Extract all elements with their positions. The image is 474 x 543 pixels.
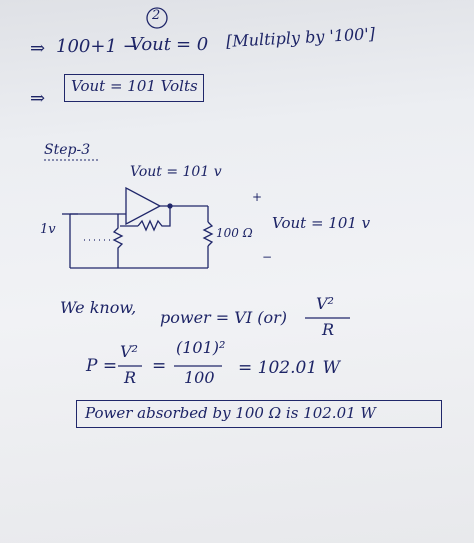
- step-label: Step-3: [44, 142, 91, 158]
- formula-numerator: V²: [316, 294, 334, 313]
- vout-top-label: Vout = 101 v: [130, 164, 222, 180]
- load-resistor: [202, 221, 214, 247]
- equation-vout: Vout: [130, 34, 172, 55]
- equation-left: 100+1 −: [56, 36, 138, 57]
- vout-side-label: Vout = 101 v: [272, 214, 371, 232]
- final-answer: Power absorbed by 100 Ω is 102.01 W: [85, 404, 376, 422]
- circled-number: 2: [152, 8, 161, 23]
- calc-den1: R: [124, 368, 137, 387]
- calc-result: = 102.01 W: [238, 358, 341, 378]
- calc-p: P =: [86, 356, 118, 376]
- circuit-diagram: [62, 186, 214, 269]
- calc-eq: =: [152, 356, 167, 376]
- feedback-resistor: [137, 206, 171, 232]
- calc-den2: 100: [184, 368, 215, 387]
- calc-num2: (101)²: [176, 338, 226, 357]
- input-resistor: [112, 214, 124, 268]
- circled-number-ring: [146, 7, 168, 29]
- implies-arrow-1: ⇒: [30, 38, 46, 59]
- calc-num1: V²: [120, 342, 138, 361]
- equation-right: = 0: [176, 34, 209, 55]
- vout-result-box: Vout = 101 Volts: [64, 74, 204, 102]
- resistor-label: 100 Ω: [216, 226, 253, 240]
- formula-denominator: R: [322, 320, 335, 339]
- source-label: 1v: [40, 222, 56, 237]
- opamp-symbol: [125, 186, 162, 226]
- implies-arrow-2: ⇒: [30, 88, 46, 109]
- vout-result: Vout = 101 Volts: [71, 77, 198, 95]
- minus-mark: −: [262, 250, 273, 264]
- power-formula-text: power = VI (or): [160, 308, 287, 327]
- plus-mark: +: [252, 190, 263, 204]
- we-know-text: We know,: [60, 298, 137, 317]
- final-answer-box: Power absorbed by 100 Ω is 102.01 W: [76, 400, 442, 428]
